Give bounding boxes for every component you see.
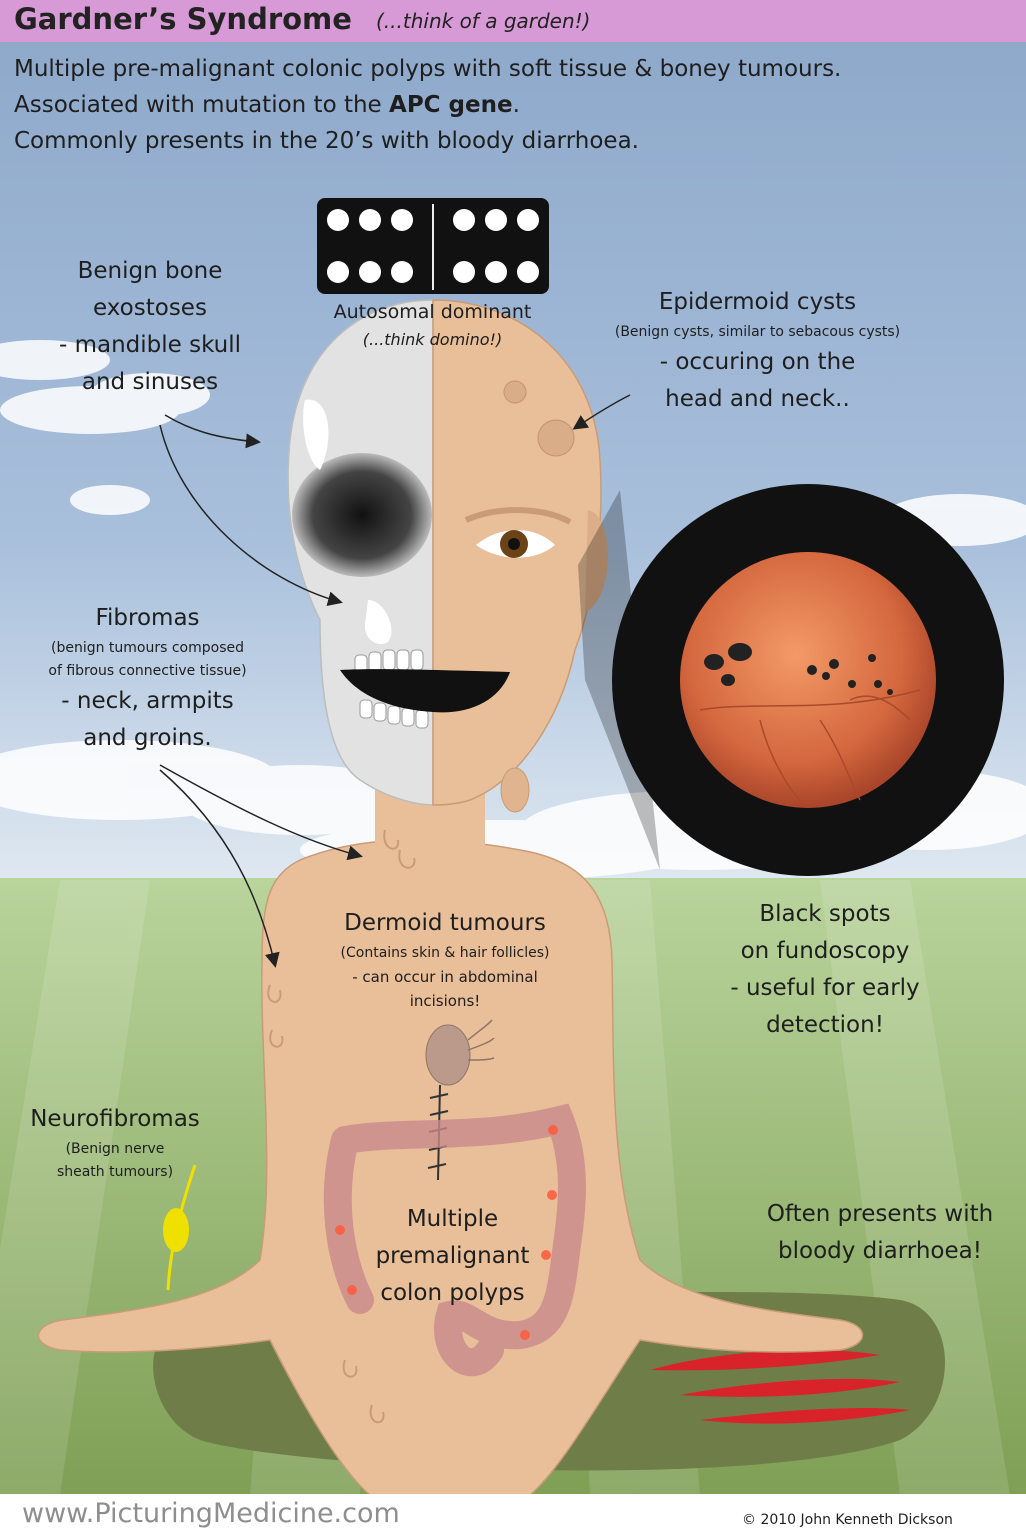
intro-line-2-prefix: Associated with mutation to the bbox=[14, 92, 390, 118]
fibromas-l2: (benign tumours composed bbox=[50, 640, 245, 656]
fundoscopy-l2: on fundoscopy bbox=[740, 938, 910, 964]
fibromas-label: Fibromas (benign tumours composed of fib… bbox=[20, 600, 275, 757]
neurofibromas-l2: (Benign nerve bbox=[65, 1141, 165, 1157]
bone-l4: and sinuses bbox=[81, 369, 219, 395]
epidermoid-cysts-label: Epidermoid cysts (Benign cysts, similar … bbox=[585, 284, 930, 418]
intro-line-1: Multiple pre-malignant colonic polyps wi… bbox=[14, 56, 842, 82]
diarrhoea-l1: Often presents with bbox=[766, 1201, 994, 1227]
neurofibromas-l3: sheath tumours) bbox=[56, 1164, 174, 1180]
neurofibromas-label: Neurofibromas (Benign nerve sheath tumou… bbox=[10, 1101, 220, 1184]
intro-line-2-suffix: . bbox=[512, 92, 520, 118]
diarrhoea-l2: bloody diarrhoea! bbox=[778, 1238, 982, 1264]
neurofibromas-l1: Neurofibromas bbox=[30, 1106, 200, 1132]
apc-gene-text: APC gene bbox=[389, 92, 513, 118]
intro-line-3: Commonly presents in the 20’s with blood… bbox=[14, 128, 639, 154]
page-title: Gardner’s Syndrome bbox=[14, 2, 352, 36]
copyright-text: © 2010 John Kenneth Dickson bbox=[742, 1512, 953, 1528]
autosomal-dominant-label: Autosomal dominant (...think domino!) bbox=[300, 298, 565, 354]
title-band bbox=[0, 0, 1026, 42]
bone-l3: - mandible skull bbox=[58, 332, 242, 358]
fundoscopy-label: Black spots on fundoscopy - useful for e… bbox=[700, 896, 950, 1044]
bloody-diarrhoea-label: Often presents with bloody diarrhoea! bbox=[740, 1196, 1020, 1270]
colon-polyps-label: Multiple premalignant colon polyps bbox=[340, 1201, 565, 1312]
page-subtitle: (...think of a garden!) bbox=[376, 9, 591, 33]
bone-exostoses-label: Benign bone exostoses - mandible skull a… bbox=[30, 253, 270, 401]
dermoid-l2: (Contains skin & hair follicles) bbox=[340, 945, 550, 961]
fibromas-l5: and groins. bbox=[83, 725, 212, 751]
website-link[interactable]: www.PicturingMedicine.com bbox=[22, 1498, 400, 1529]
dermoid-l1: Dermoid tumours bbox=[344, 910, 546, 936]
fundoscopy-l4: detection! bbox=[766, 1012, 884, 1038]
fibromas-l4: - neck, armpits bbox=[61, 688, 234, 714]
dermoid-l3: - can occur in abdominal bbox=[352, 968, 538, 986]
polyps-l2: premalignant bbox=[375, 1243, 530, 1269]
fundoscopy-l3: - useful for early bbox=[730, 975, 920, 1001]
bone-l2: exostoses bbox=[93, 295, 207, 321]
epidermoid-l1: Epidermoid cysts bbox=[658, 289, 857, 315]
intro-line-2: Associated with mutation to the APC gene… bbox=[14, 92, 520, 118]
dermoid-l4: incisions! bbox=[409, 992, 481, 1010]
epidermoid-l3: - occuring on the bbox=[659, 349, 856, 375]
fibromas-l1: Fibromas bbox=[95, 605, 200, 631]
domino-l1: Autosomal dominant bbox=[333, 301, 532, 323]
polyps-l1: Multiple bbox=[406, 1206, 499, 1232]
polyps-l3: colon polyps bbox=[380, 1280, 525, 1306]
footer-band bbox=[0, 1494, 1026, 1537]
epidermoid-l4: head and neck.. bbox=[665, 386, 850, 412]
bone-l1: Benign bone bbox=[77, 258, 223, 284]
dermoid-tumours-label: Dermoid tumours (Contains skin & hair fo… bbox=[300, 905, 590, 1013]
domino-l2: (...think domino!) bbox=[362, 330, 503, 349]
epidermoid-l2: (Benign cysts, similar to sebacous cysts… bbox=[614, 324, 901, 340]
fibromas-l3: of fibrous connective tissue) bbox=[48, 663, 247, 679]
fundoscopy-l1: Black spots bbox=[759, 901, 891, 927]
